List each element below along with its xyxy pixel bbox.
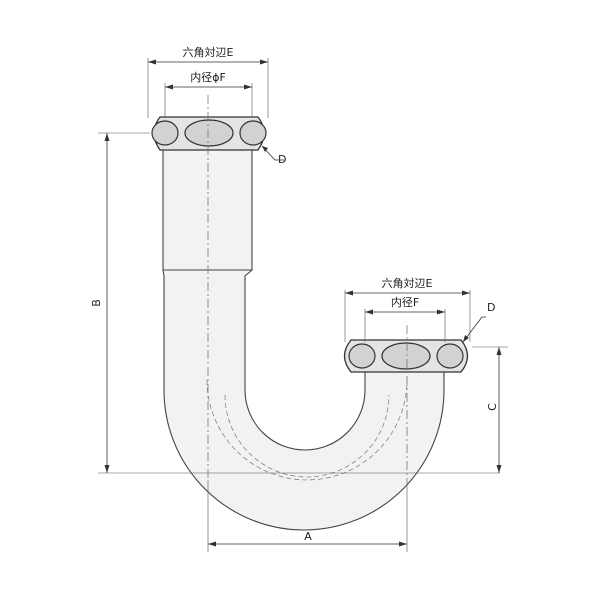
upper-nut-left-facet	[151, 120, 179, 146]
leader-d-lower: D	[462, 301, 495, 343]
inner-bore-hidden-line	[206, 379, 408, 481]
inner-bore-hidden-line-2	[224, 394, 390, 478]
pipe-body	[162, 149, 445, 531]
dim-c-label: C	[486, 403, 499, 411]
lower-nut-center-facet	[381, 342, 431, 370]
lower-nut-left-facet	[348, 343, 376, 369]
lower-nut-right-facet	[436, 343, 464, 369]
upper-nut-right-facet	[239, 120, 267, 146]
dim-inner-dia-lower: 内径F	[364, 295, 446, 342]
inner-dia-upper-label: 内径ϕF	[190, 70, 226, 84]
upper-hex-nut	[151, 116, 267, 151]
upper-nut-center-facet	[184, 119, 234, 147]
lower-hex-nut	[343, 339, 469, 373]
pipe-outer-body	[162, 149, 445, 531]
dim-b-label: B	[90, 299, 103, 307]
dim-a-label: A	[304, 530, 312, 543]
dim-hex-lower: 六角対辺E	[344, 276, 471, 342]
inner-dia-lower-label: 内径F	[391, 295, 419, 309]
d-lower-label: D	[487, 301, 495, 314]
leader-d-upper: D	[261, 145, 286, 166]
d-upper-label: D	[278, 153, 286, 166]
dim-hex-upper: 六角対辺E	[147, 45, 269, 118]
hex-across-flats-upper-label: 六角対辺E	[183, 45, 234, 59]
hex-across-flats-lower-label: 六角対辺E	[382, 276, 433, 290]
dim-a: A	[207, 480, 408, 552]
dim-inner-dia-upper: 内径ϕF	[164, 70, 253, 118]
dim-c: C	[472, 346, 508, 473]
dim-b: B	[90, 132, 500, 474]
